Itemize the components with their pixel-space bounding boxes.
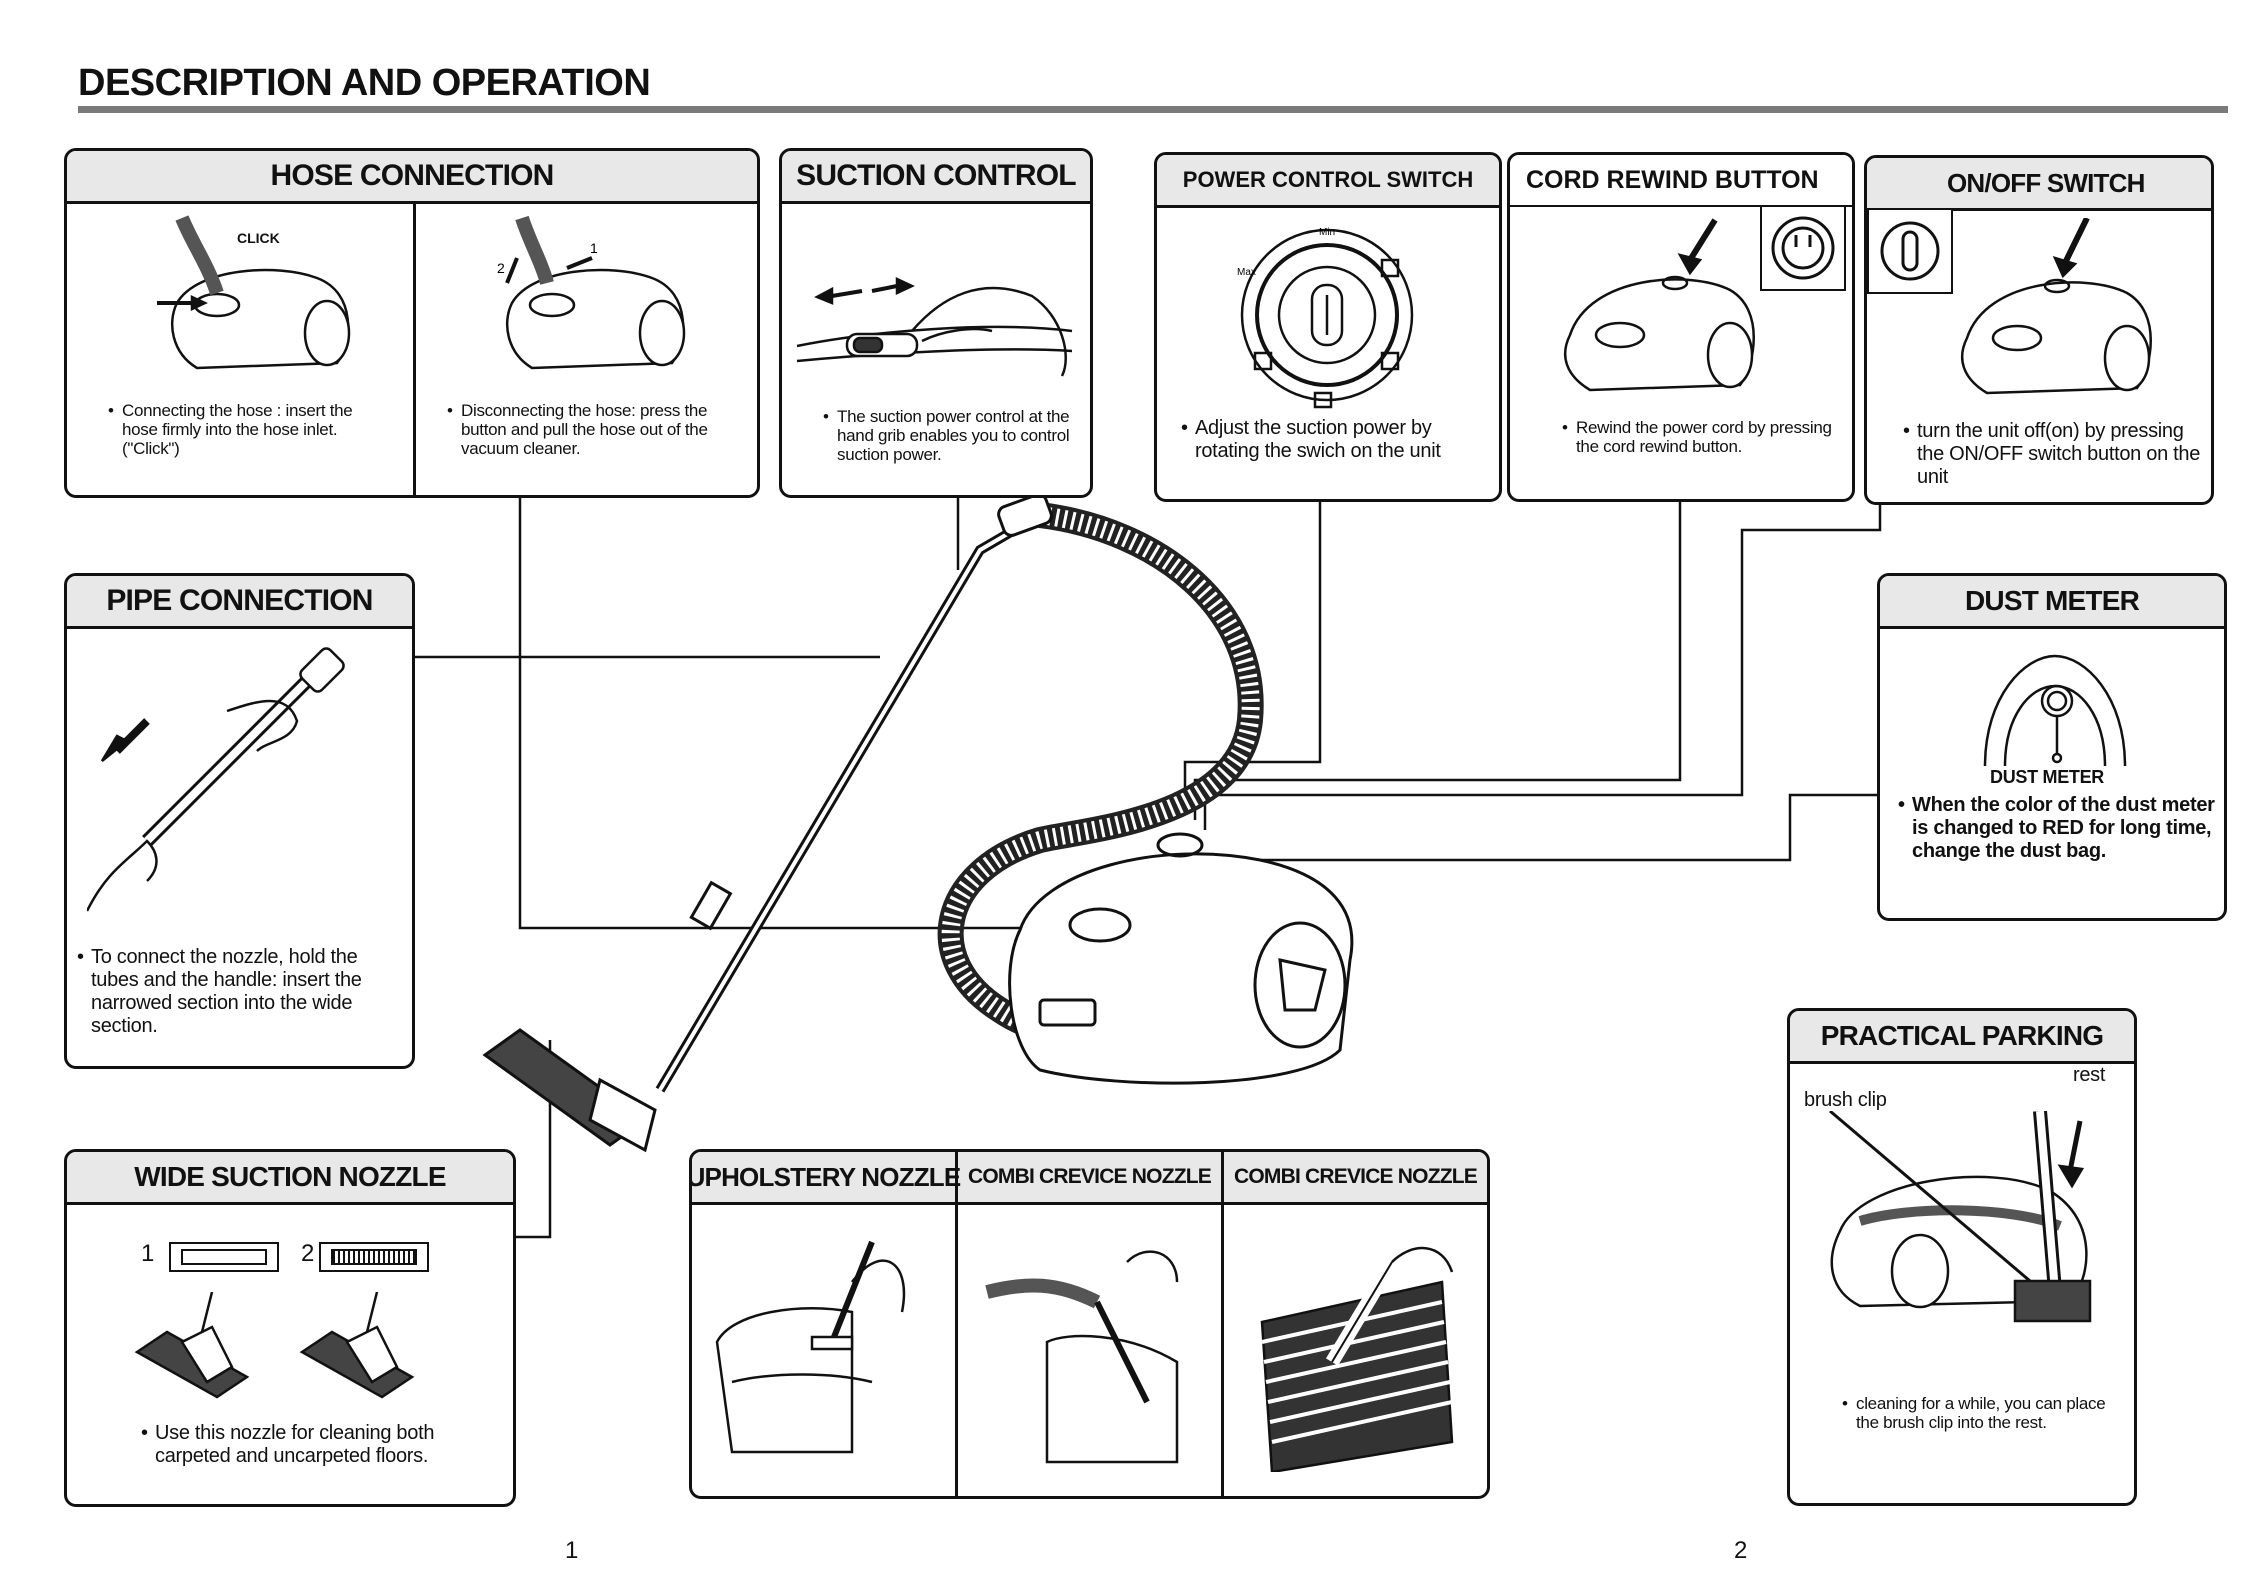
cord-rewind-title: CORD REWIND BUTTON [1510,155,1852,207]
power-icon [1867,208,1953,294]
onoff-title: ON/OFF SWITCH [1867,158,2211,211]
hose-insert-illustration: CLICK [157,215,351,370]
onoff-illustration [1960,218,2152,395]
upholstery-nozzle-title: UPHOLSTERY NOZZLE [689,1161,961,1192]
practical-parking-title: PRACTICAL PARKING [1790,1011,2134,1064]
cord-rewind-illustration [1563,218,1755,392]
dust-meter-title: DUST METER [1880,576,2224,629]
pipe-connection-illustration [87,647,345,912]
step2-label: 2 [497,260,505,276]
upholstery-illustration [715,1240,906,1454]
hose-disconnect-illustration: 1 2 [497,215,686,370]
power-dial-illustration: Min Max [1237,227,1414,409]
cord-rewind-icon [1760,205,1846,291]
pipe-connection-caption: To connect the nozzle, hold the tubes an… [77,946,396,1038]
pipe-connection-title: PIPE CONNECTION [67,576,412,629]
crevice-sofa-illustration [985,1250,1179,1464]
brush-clip-label: brush clip [1804,1089,1887,1111]
position-1-label: 1 [141,1240,155,1267]
suction-control-panel: SUCTION CONTROL The suction power contro… [779,148,1093,498]
parking-caption: cleaning for a while, you can place the … [1842,1394,2106,1432]
onoff-panel: ON/OFF SWITCH turn the unit off(on) by p… [1864,155,2214,505]
hand-grip-illustration [796,277,1073,377]
smooth-nozzle-icon [169,1242,279,1272]
hose-connection-title: HOSE CONNECTION [67,151,757,204]
pipe-connection-panel: PIPE CONNECTION To connect the nozzle, h… [64,573,415,1069]
nozzle-divider-1 [955,1152,958,1496]
hose-connect-caption: Connecting the hose : insert the hose fi… [108,401,367,458]
page-title: DESCRIPTION AND OPERATION [78,62,651,104]
click-label: CLICK [237,230,280,246]
nozzles-header: UPHOLSTERY NOZZLE COMBI CREVICE NOZZLE C… [692,1152,1487,1205]
page-number-left: 1 [565,1537,579,1564]
dust-meter-panel: DUST METER DUST METER When the color of … [1877,573,2227,921]
parking-illustration [1829,1111,2092,1323]
hose-disconnect-caption: Disconnecting the hose: press the button… [447,401,731,458]
position-2-label: 2 [301,1240,315,1267]
power-control-panel: POWER CONTROL SWITCH Min Max Adjust the … [1154,152,1502,502]
dial-min-label: Min [1319,227,1335,238]
combi-crevice-nozzle-title-2: COMBI CREVICE NOZZLE [1233,1165,1478,1188]
nozzles-panel: UPHOLSTERY NOZZLE COMBI CREVICE NOZZLE C… [689,1149,1490,1499]
suction-control-title: SUCTION CONTROL [782,151,1090,204]
panel-divider [413,201,416,495]
power-control-title: POWER CONTROL SWITCH [1157,155,1499,208]
dial-max-label: Max [1237,267,1256,278]
dust-meter-illustration [1983,654,2127,767]
nozzle-divider-2 [1221,1152,1224,1496]
cord-rewind-panel: CORD REWIND BUTTON Rewind the power cord… [1507,152,1855,502]
vacuum-main-illustration [482,493,1354,1153]
title-rule [78,106,2228,113]
brush-nozzle-icon [319,1242,429,1272]
combi-crevice-nozzle-title-1: COMBI CREVICE NOZZLE [967,1165,1212,1188]
onoff-caption: turn the unit off(on) by pressing the ON… [1903,420,2207,489]
cord-rewind-caption: Rewind the power cord by pressing the co… [1562,418,1836,456]
wide-nozzle-panel: WIDE SUCTION NOZZLE 1 2 Use this nozzle … [64,1149,516,1507]
step1-label: 1 [590,240,598,256]
page-number-right: 2 [1734,1537,1748,1564]
suction-control-caption: The suction power control at the hand gr… [823,407,1077,464]
power-control-caption: Adjust the suction power by rotating the… [1181,417,1490,463]
dust-meter-label: DUST METER [1990,767,2105,787]
hose-connection-panel: HOSE CONNECTION CLICK Connecting the hos… [64,148,760,498]
practical-parking-panel: PRACTICAL PARKING rest brush clip cleani… [1787,1008,2137,1506]
floor-nozzle-illustrations [134,1292,415,1399]
rest-label: rest [2073,1064,2106,1086]
dust-meter-caption: When the color of the dust meter is chan… [1898,794,2222,863]
wide-nozzle-caption: Use this nozzle for cleaning both carpet… [141,1422,475,1468]
wide-nozzle-title: WIDE SUCTION NOZZLE [67,1152,513,1205]
crevice-radiator-illustration [1260,1246,1454,1472]
